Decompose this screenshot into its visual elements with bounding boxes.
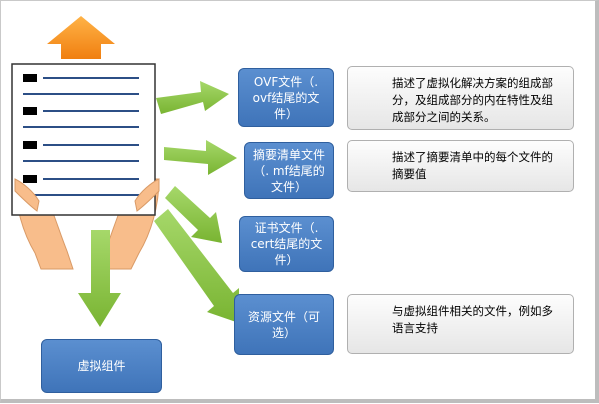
- manifest-file-node: 摘要清单文件（. mf结尾的文件）: [244, 142, 334, 199]
- ovf-file-node: OVF文件（. ovf结尾的文件）: [238, 68, 334, 127]
- green-arrow-to-cert: [165, 186, 222, 243]
- thumbs-icon: [14, 178, 160, 212]
- virtual-component-label: 虚拟组件: [77, 359, 126, 373]
- manifest-file-label: 摘要清单文件（. mf结尾的文件）: [252, 147, 325, 194]
- green-arrow-to-resource: [154, 209, 239, 323]
- ovf-description-box: 描述了虚拟化解决方案的组成部分，及组成部分的内在特性及组成部分之间的关系。: [347, 66, 574, 130]
- ovf-description-text: 描述了虚拟化解决方案的组成部分，及组成部分的内在特性及组成部分之间的关系。: [392, 76, 553, 124]
- orange-up-arrow-icon: [47, 16, 115, 59]
- manifest-description-box: 描述了摘要清单中的每个文件的摘要值: [347, 140, 574, 192]
- resource-description-box: 与虚拟组件相关的文件，例如多语言支持: [347, 294, 574, 354]
- green-arrow-to-manifest: [164, 140, 237, 175]
- document-icon: [11, 63, 156, 216]
- cert-file-label: 证书文件（. cert结尾的文件）: [250, 221, 323, 267]
- manifest-description-text: 描述了摘要清单中的每个文件的摘要值: [392, 150, 553, 181]
- ovf-file-label: OVF文件（. ovf结尾的文件）: [252, 74, 320, 121]
- resource-description-text: 与虚拟组件相关的文件，例如多语言支持: [392, 304, 553, 335]
- green-arrow-to-virtual-component: [78, 230, 121, 327]
- resource-file-label: 资源文件（可选）: [247, 309, 320, 340]
- cert-file-node: 证书文件（. cert结尾的文件）: [239, 216, 334, 272]
- virtual-component-node: 虚拟组件: [41, 339, 162, 393]
- green-arrow-to-ovf: [156, 81, 229, 114]
- resource-file-node: 资源文件（可选）: [234, 294, 334, 355]
